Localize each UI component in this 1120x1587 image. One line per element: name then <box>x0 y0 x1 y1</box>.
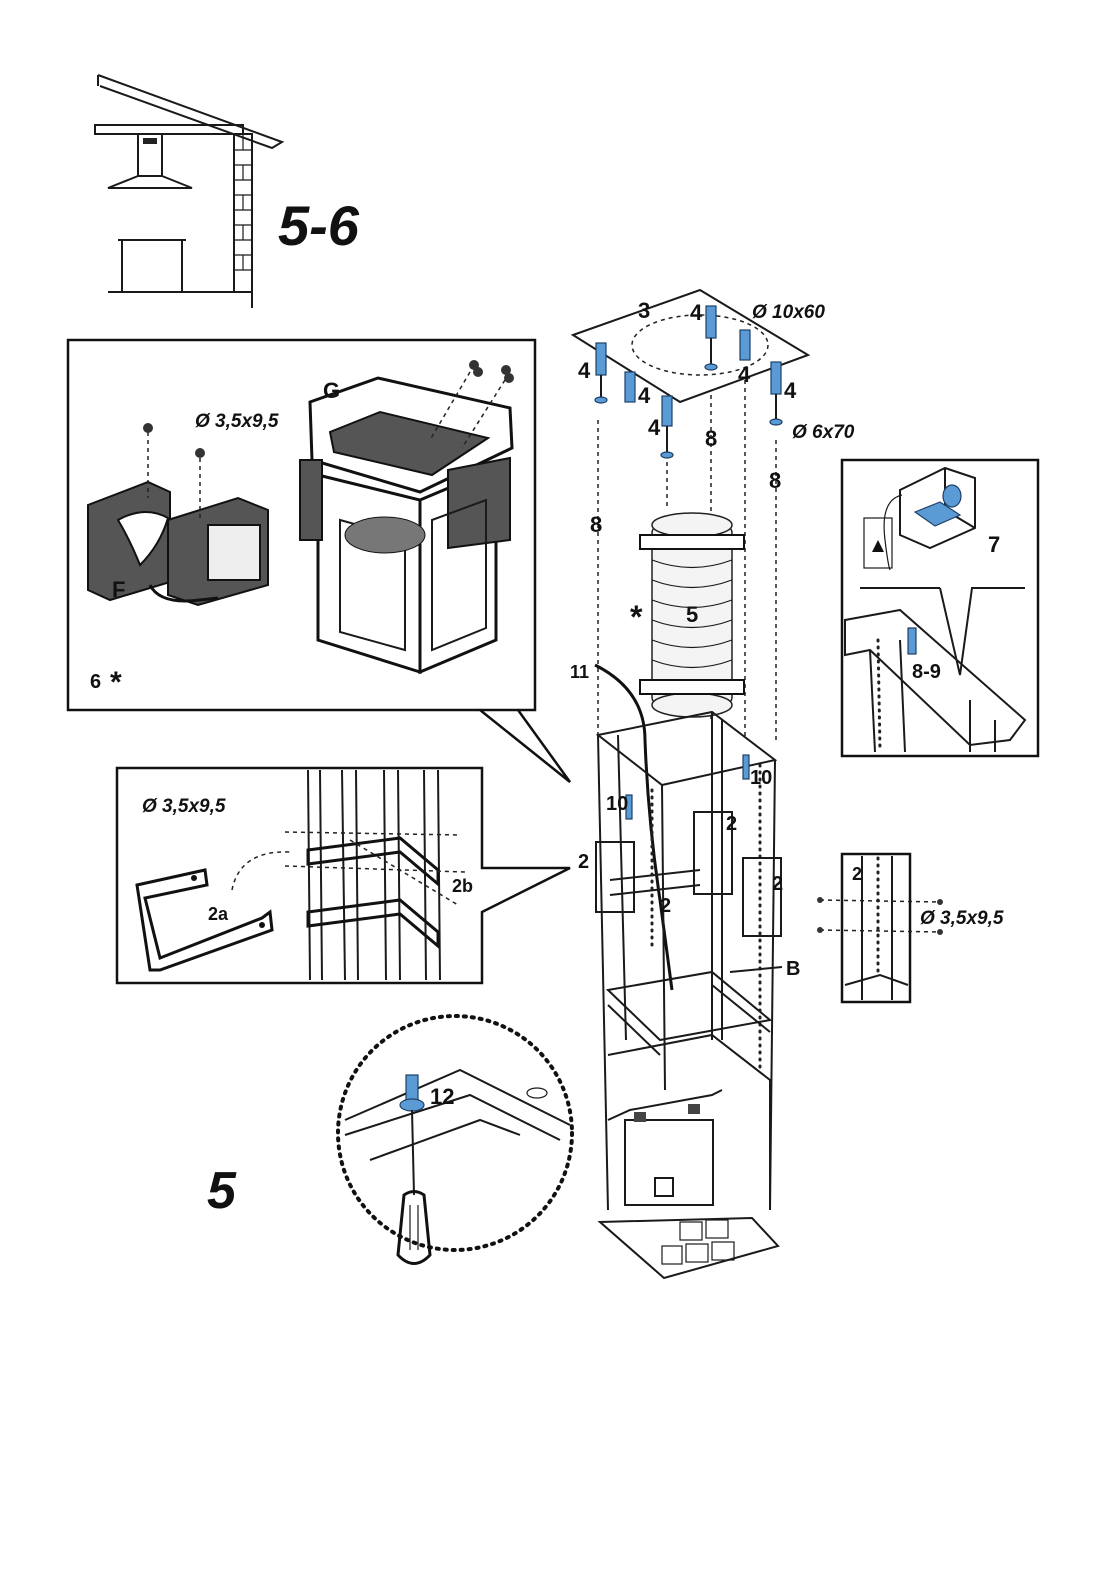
screw-label-1: 8 <box>590 512 602 537</box>
dimension-small-screw-top: Ø 3,5x9,5 <box>195 411 279 432</box>
support-screw-label-2: 10 <box>606 793 628 815</box>
dowel-label-5: 4 <box>648 415 661 440</box>
dimension-side-screw: Ø 3,5x9,5 <box>920 908 1004 929</box>
side-bracket-label: 2 <box>852 864 862 884</box>
step-header-label: 5-6 <box>278 194 360 257</box>
dimension-long-screw: Ø 6x70 <box>792 422 855 443</box>
panel-six-asterisk: * <box>110 666 122 699</box>
part-f-label: F <box>112 577 125 602</box>
bracket-label-3: 2 <box>660 895 671 917</box>
screw-label-2: 8 <box>705 426 717 451</box>
step-main-label: 5 <box>207 1162 237 1220</box>
bracket-a-label: 2a <box>208 904 229 924</box>
power-cable <box>595 665 672 990</box>
dowel-label-2: 4 <box>638 383 651 408</box>
dowel-label-6: 4 <box>784 378 797 403</box>
room-illustration <box>95 75 282 308</box>
ceiling-plate-label: 3 <box>638 298 650 323</box>
support-screw-label-1: 10 <box>750 767 772 789</box>
cable-label: 11 <box>570 662 589 682</box>
connect-label: 8-9 <box>912 661 941 683</box>
dowel-label-1: 4 <box>578 358 591 383</box>
wiring-label: 7 <box>988 532 1000 557</box>
fix-screw-label: 12 <box>430 1084 454 1109</box>
bracket-b-label: 2b <box>452 876 473 896</box>
bracket-label-1: 2 <box>578 851 589 873</box>
part-g-label: G <box>323 378 340 403</box>
dimension-bracket-screw: Ø 3,5x9,5 <box>142 796 226 817</box>
frame-b-leader <box>730 967 782 972</box>
bracket-box-right <box>743 858 781 936</box>
panel-six-label: 6 <box>90 671 101 693</box>
bracket-label-2: 2 <box>726 813 737 835</box>
screw-label-3: 8 <box>769 468 781 493</box>
bracket-label-4: 2 <box>772 873 783 895</box>
flexible-duct-label: 5 <box>686 602 698 627</box>
dowels <box>595 306 782 458</box>
frame-b-label: B <box>786 958 800 980</box>
detail-circle-screw <box>338 1016 572 1250</box>
dimension-dowel: Ø 10x60 <box>752 302 825 323</box>
support-screw-icon <box>743 755 749 779</box>
dowel-label-3: 4 <box>690 300 703 325</box>
duct-asterisk: * <box>630 599 643 635</box>
